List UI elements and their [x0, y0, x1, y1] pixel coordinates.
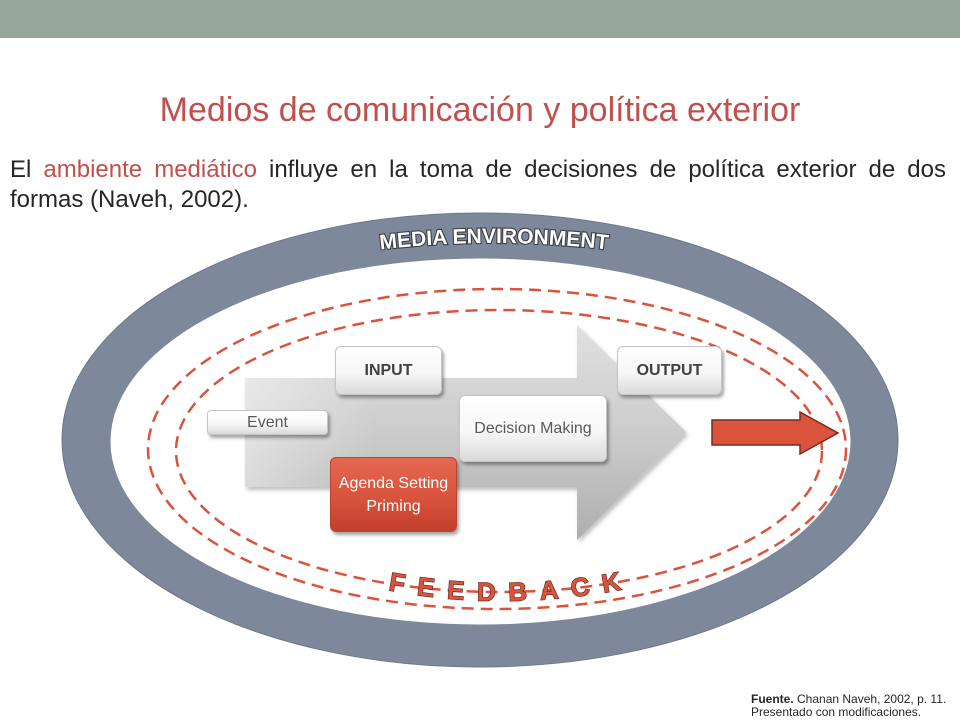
body-highlight: ambiente mediático: [43, 156, 257, 183]
output-label: OUTPUT: [636, 361, 703, 379]
top-bar: [0, 0, 960, 38]
source-label: Fuente.: [751, 692, 794, 706]
body-suffix: influye en la toma de decisiones de polí…: [10, 156, 946, 213]
decision-making-box: Decision Making: [459, 395, 607, 462]
output-box: OUTPUT: [617, 346, 722, 395]
body-prefix: El: [10, 156, 44, 183]
input-label: INPUT: [364, 361, 413, 379]
red-right-arrow-icon: [711, 410, 840, 456]
body-paragraph: El ambiente mediático influye en la toma…: [10, 155, 946, 215]
agenda-setting-box: Agenda Setting Priming: [330, 457, 457, 532]
agenda-setting-label: Agenda Setting: [338, 474, 449, 492]
source-text: Chanan Naveh, 2002, p. 11.: [793, 692, 947, 706]
source-note: Presentado con modificaciones.: [751, 705, 922, 719]
source-footer: Fuente. Chanan Naveh, 2002, p. 11. Prese…: [751, 693, 956, 719]
slide-title: Medios de comunicación y política exteri…: [159, 91, 801, 129]
priming-label: Priming: [366, 497, 421, 515]
feedback-loop-outer: [146, 287, 848, 611]
feedback-loop-inner: [174, 308, 824, 594]
event-label: Event: [247, 413, 288, 431]
event-box: Event: [207, 410, 328, 435]
input-box: INPUT: [335, 346, 442, 395]
source-line: Fuente. Chanan Naveh, 2002, p. 11.: [751, 693, 956, 706]
decision-making-label: Decision Making: [474, 419, 592, 437]
